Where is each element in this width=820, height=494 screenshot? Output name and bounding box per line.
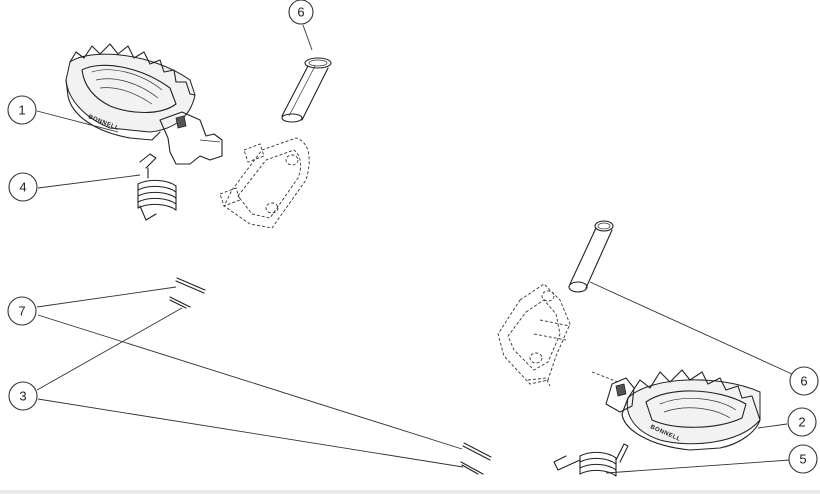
footpeg-left: BONNELL xyxy=(65,43,223,165)
balloon-4: 4 xyxy=(8,172,38,202)
spring-right xyxy=(553,443,629,477)
leader-4 xyxy=(37,174,141,189)
svg-text:6: 6 xyxy=(800,374,807,389)
bracket-right xyxy=(497,283,571,387)
svg-text:7: 7 xyxy=(18,304,25,319)
spring-left xyxy=(137,153,177,221)
bracket-left xyxy=(219,137,310,229)
pin-right xyxy=(568,220,614,293)
balloon-6-top: 6 xyxy=(288,0,314,25)
svg-text:2: 2 xyxy=(798,415,805,430)
leader-1 xyxy=(36,110,119,133)
svg-text:5: 5 xyxy=(799,452,806,467)
svg-text:4: 4 xyxy=(19,180,26,195)
balloon-7: 7 xyxy=(7,296,37,326)
balloon-2: 2 xyxy=(787,407,817,437)
balloon-5: 5 xyxy=(788,444,818,474)
bottom-edge xyxy=(0,490,820,494)
leader-3-top xyxy=(36,307,183,391)
leader-7-bottom xyxy=(37,314,463,450)
pin-left xyxy=(281,57,332,123)
leader-lines xyxy=(36,24,793,474)
leader-3-bottom xyxy=(37,398,464,468)
leader-5 xyxy=(605,459,791,474)
leader-6-left xyxy=(302,24,313,51)
clips-bottom xyxy=(460,442,492,475)
leader-7-top xyxy=(36,286,177,308)
leader-2 xyxy=(757,423,788,429)
svg-text:6: 6 xyxy=(297,5,304,20)
balloon-3: 3 xyxy=(8,381,38,411)
balloon-1: 1 xyxy=(7,95,37,125)
footpeg-right: BONNELL xyxy=(591,369,761,451)
leader-6-right xyxy=(589,281,793,375)
balloon-6-right: 6 xyxy=(789,366,819,396)
clips-top xyxy=(169,277,206,309)
svg-text:3: 3 xyxy=(19,389,26,404)
svg-text:1: 1 xyxy=(18,103,25,118)
